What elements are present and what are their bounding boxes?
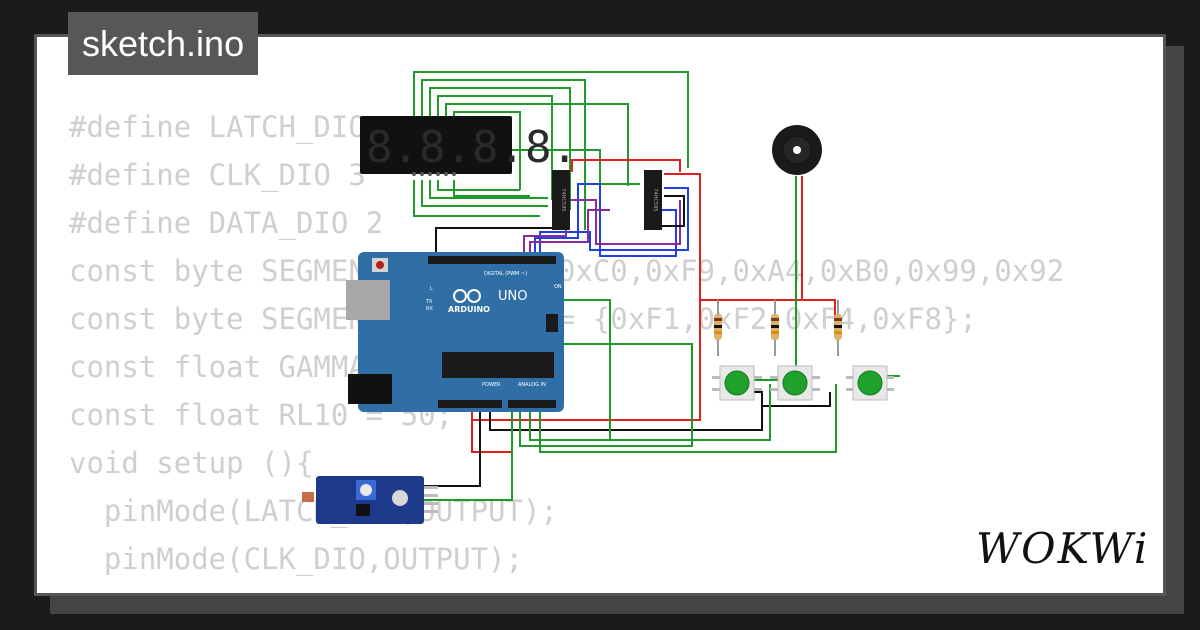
resistor-1 <box>714 300 722 356</box>
icsp-header <box>546 314 558 332</box>
arduino-uno-board[interactable]: DIGITAL (PWM ~) ANALOG IN POWER UNO ARDU… <box>346 252 564 412</box>
ldr-sensor <box>302 492 314 502</box>
seven-segment-display[interactable]: 8.8.8.8. <box>360 116 578 176</box>
photoresistor-module[interactable] <box>302 476 438 524</box>
code-line: #define DATA_DIO 2 <box>69 206 384 240</box>
power-label: POWER <box>482 382 501 388</box>
on-label: ON <box>554 284 562 290</box>
power-header <box>438 400 502 408</box>
tx-label: TX <box>425 299 433 305</box>
usb-port <box>346 280 390 320</box>
rx-label: RX <box>426 306 433 312</box>
analog-label: ANALOG IN <box>518 382 546 388</box>
sketch-title[interactable]: sketch.ino <box>68 12 259 75</box>
shift-register-label: 74HC595 <box>652 188 658 211</box>
push-button-2[interactable] <box>770 365 820 401</box>
led-l-label: L <box>430 286 433 292</box>
arduino-infinity-icon <box>453 289 481 303</box>
reset-button-cap <box>376 261 384 269</box>
push-button-3[interactable] <box>846 365 894 401</box>
shift-register-2[interactable]: 74HC595 <box>644 170 662 230</box>
digital-label: DIGITAL (PWM ~) <box>484 271 527 277</box>
arduino-logo-text: ARDUINO <box>448 305 490 314</box>
resistor-3 <box>834 300 842 356</box>
wokwi-logo: WOKWi <box>976 524 1150 573</box>
push-button-1[interactable] <box>712 365 762 401</box>
resistor-2 <box>771 300 779 356</box>
code-line: pinMode(DATA_DIO,OUTPUT); <box>69 583 1064 593</box>
power-jack <box>348 374 392 404</box>
sensor-led <box>392 490 408 506</box>
uno-label: UNO <box>498 289 527 304</box>
microcontroller-chip <box>442 352 554 378</box>
shift-register-label: 74HC595 <box>560 188 566 211</box>
analog-header <box>508 400 556 408</box>
buzzer[interactable] <box>772 125 822 175</box>
shift-register-1[interactable]: 74HC595 <box>552 170 570 230</box>
display-digits: 8.8.8.8. <box>366 122 578 173</box>
digital-header <box>428 256 556 264</box>
code-line: pinMode(CLK_DIO,OUTPUT); <box>69 542 523 576</box>
preview-card: #define LATCH_DIO 4#define CLK_DIO 3#def… <box>34 34 1166 596</box>
code-line: void setup (){ <box>69 446 314 480</box>
